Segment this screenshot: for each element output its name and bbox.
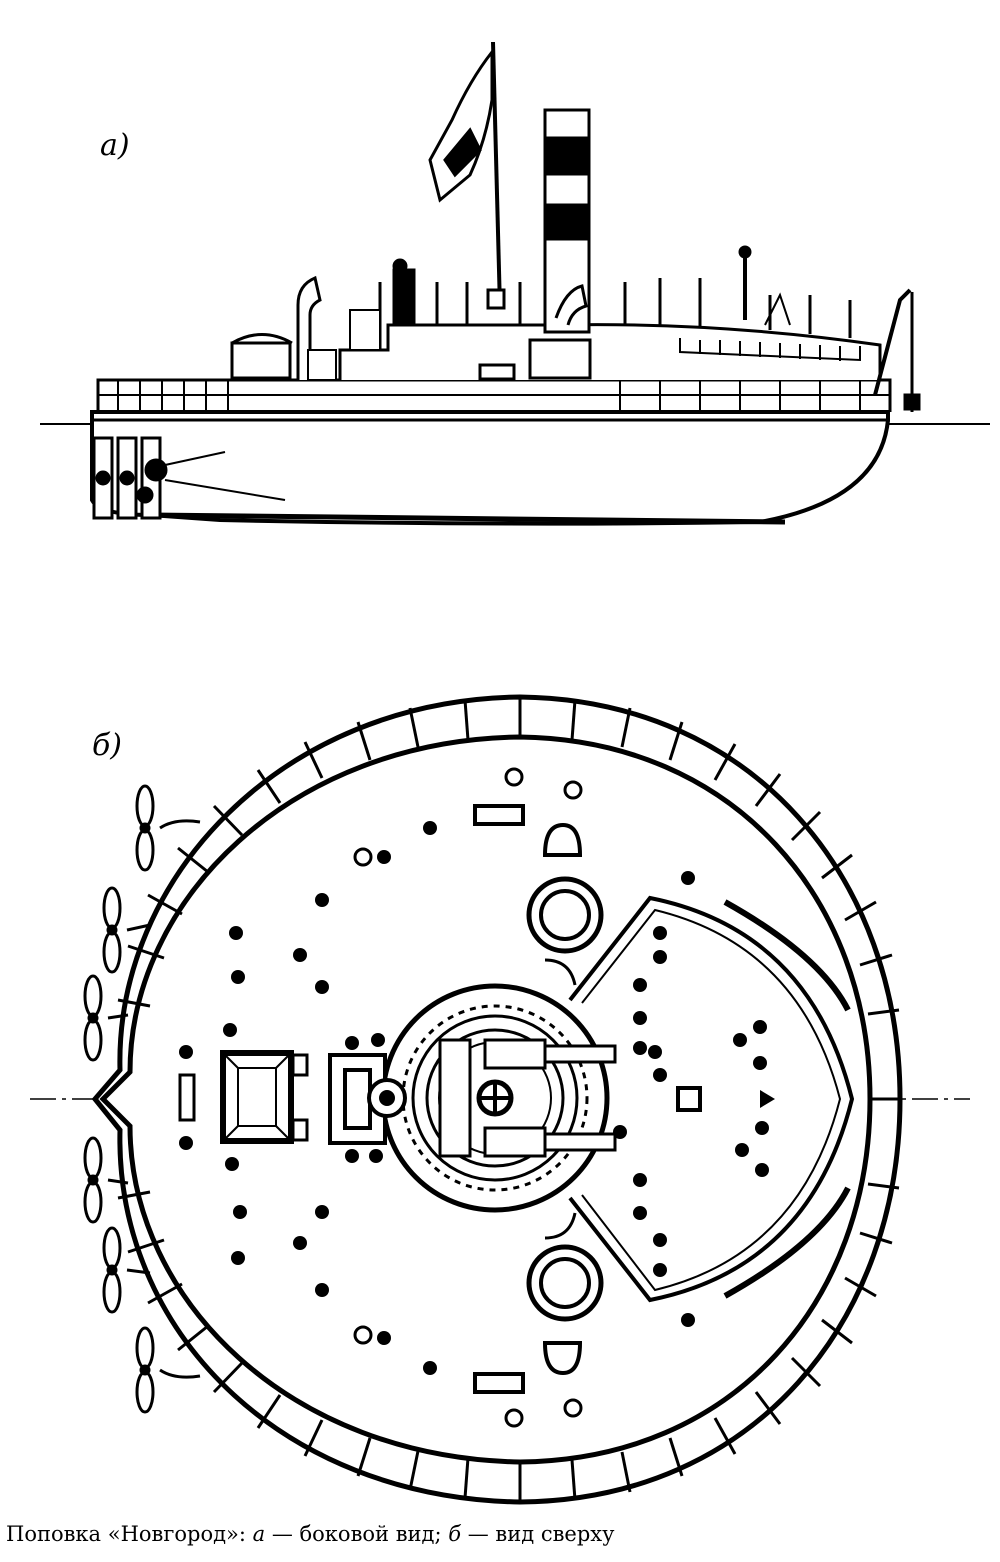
propellers-side [92,436,286,520]
crane [873,288,912,396]
belt-segments [117,697,900,1502]
view-b-label: б) [92,728,123,763]
conning-structure [328,1053,407,1145]
caption-text-a: — боковой вид; [265,1522,449,1546]
caption-prefix: Поповка «Новгород»: [6,1522,253,1546]
mast [491,41,502,309]
caption-text-b: — вид сверху [461,1522,615,1546]
hull-outline-inner [99,734,873,1465]
side-view [40,41,990,526]
main-guns [438,1038,617,1158]
skylight [178,1050,309,1144]
view-a-label: а) [100,128,130,163]
caption-letter-a: а [252,1522,266,1546]
deck-scuttles [353,767,583,1428]
ventilators [526,822,604,1376]
top-view [30,694,970,1505]
figure-caption: Поповка «Новгород»: а — боковой вид; б —… [6,1522,614,1546]
propellers-top [83,784,201,1414]
flag [428,47,494,203]
deck-fittings [179,821,769,1375]
hull-side [90,410,890,526]
caption-letter-b: б [448,1522,462,1546]
breastwork-top [568,895,855,1303]
